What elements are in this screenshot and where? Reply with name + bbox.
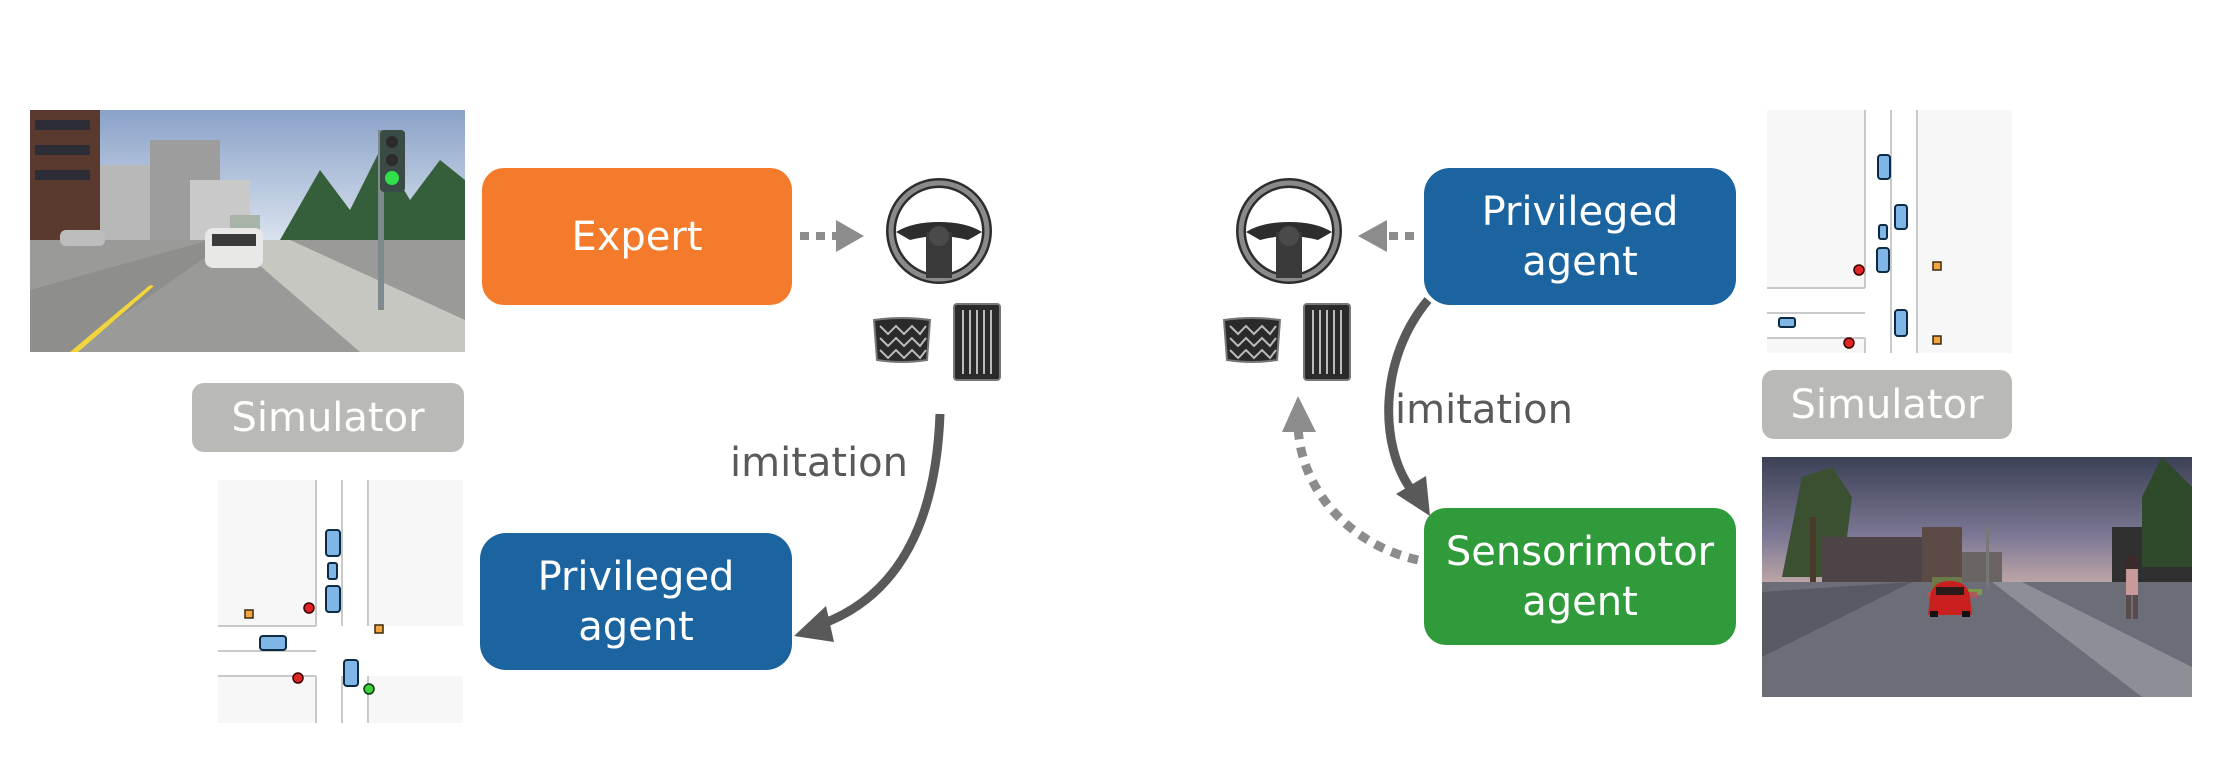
privileged-line2: agent	[578, 603, 694, 650]
road-map	[1767, 110, 1942, 353]
simulator-camera-view	[30, 110, 465, 352]
brake-pedal-icon	[1222, 317, 1282, 363]
simulator-camera-view	[1762, 457, 2192, 697]
sensorimotor-line1: Sensorimotor	[1445, 528, 1715, 575]
privileged-line2: agent	[1522, 238, 1638, 285]
suburban-street-scene	[1762, 457, 2192, 697]
gas-pedal-icon	[953, 303, 1001, 381]
steering-wheel-icon	[1236, 178, 1342, 284]
city-street-scene	[30, 110, 465, 352]
simulator-label: Simulator	[192, 383, 464, 452]
privileged-line1: Privileged	[1481, 188, 1679, 235]
privileged-line1: Privileged	[537, 553, 735, 600]
expert-label: Expert	[571, 213, 703, 260]
intersection-map	[218, 480, 463, 723]
birdseye-map	[1767, 110, 2012, 353]
steering-wheel-icon	[886, 178, 992, 284]
birdseye-map	[218, 480, 463, 723]
privileged-agent-box: Privileged agent	[480, 533, 792, 670]
simulator-label: Simulator	[1762, 370, 2012, 439]
sensorimotor-agent-box: Sensorimotor agent	[1424, 508, 1736, 645]
brake-pedal-icon	[872, 317, 932, 363]
sensorimotor-line2: agent	[1522, 578, 1638, 625]
privileged-agent-box: Privileged agent	[1424, 168, 1736, 305]
imitation-label: imitation	[730, 440, 909, 486]
imitation-label: imitation	[1395, 387, 1574, 433]
expert-box: Expert	[482, 168, 792, 305]
gas-pedal-icon	[1303, 303, 1351, 381]
